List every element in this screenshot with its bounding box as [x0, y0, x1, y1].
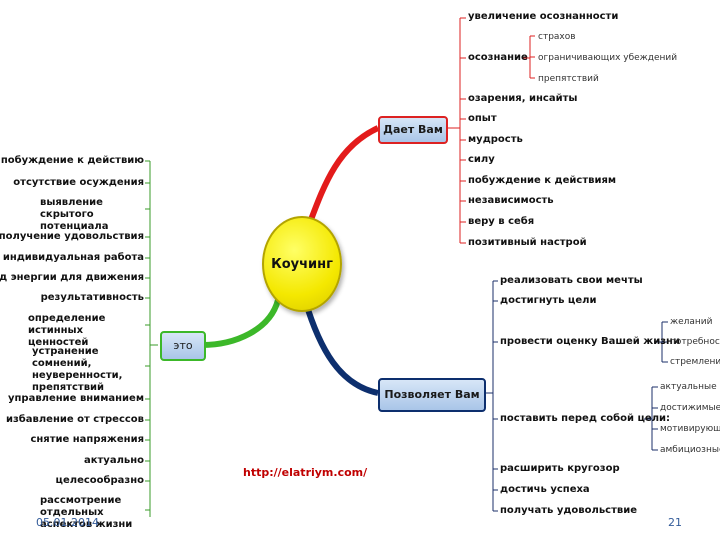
eto-item: целесообразно — [55, 475, 144, 486]
node-eto-label: это — [173, 339, 193, 352]
assess-item: желаний — [670, 317, 713, 327]
daet-item: увеличение осознанности — [468, 11, 619, 22]
eto-item: избавление от стрессов — [5, 414, 144, 425]
pozvolyaet-item: реализовать свои мечты — [500, 275, 643, 286]
daet-item: осознание — [468, 52, 528, 63]
eto-item: определение истинных ценностей — [28, 313, 106, 348]
goals-item: мотивирующие — [660, 424, 720, 434]
eto-item: устранение сомнений, неуверенности, преп… — [32, 346, 123, 393]
footer-date: 05.01.2014 — [36, 516, 99, 529]
eto-item: получение удовольствия — [0, 231, 144, 242]
branch-line-eto — [201, 299, 281, 348]
pozvolyaet-item: поставить перед собой цели: — [500, 413, 671, 424]
awareness-item: страхов — [538, 32, 576, 42]
pozvolyaet-bracket — [482, 280, 668, 512]
pozvolyaet-item: достичь успеха — [500, 484, 590, 495]
daet-item: силу — [468, 154, 495, 165]
awareness-item: препятствий — [538, 74, 599, 84]
eto-item: индивидуальная работа — [2, 252, 144, 263]
footer-page-number: 21 — [668, 516, 682, 529]
node-pozvolyaet-label: Позволяет Вам — [384, 388, 480, 401]
awareness-item: ограничивающих убеждений — [538, 53, 678, 63]
goals-item: актуальные — [660, 382, 717, 392]
pozvolyaet-item: расширить кругозор — [500, 463, 620, 474]
pozvolyaet-item: провести оценку Вашей жизни — [500, 336, 680, 347]
daet-item: озарения, инсайты — [468, 93, 578, 104]
eto-item: отсутствие осуждения — [13, 177, 144, 188]
node-daet: Дает Вам — [378, 116, 448, 144]
eto-item: управление вниманием — [8, 393, 144, 404]
branch-line-pozvolyaet — [302, 299, 379, 396]
eto-item: результативность — [40, 292, 144, 303]
node-eto: это — [160, 331, 206, 361]
daet-item: мудрость — [468, 134, 523, 145]
eto-item: актуально — [83, 455, 144, 466]
eto-bracket — [145, 160, 158, 517]
eto-item: выявление скрытого потенциала — [40, 197, 109, 232]
daet-bracket — [444, 17, 535, 244]
assess-item: потребностей — [670, 337, 720, 347]
daet-item: веру в себя — [468, 216, 535, 227]
eto-item: снятие напряжения — [30, 434, 144, 445]
daet-item: позитивный настрой — [468, 237, 587, 248]
pozvolyaet-item: достигнуть цели — [500, 295, 597, 306]
eto-item: заряд энергии для движения — [0, 272, 144, 283]
site-url: http://elatriym.com/ — [243, 466, 368, 479]
goals-item: амбициозные — [660, 445, 720, 455]
eto-item: рассмотрение отдельных аспектов жизни — [40, 495, 133, 530]
assess-item: стремлений — [670, 357, 720, 367]
daet-item: независимость — [468, 195, 554, 206]
pozvolyaet-item: получать удовольствие — [500, 505, 637, 516]
eto-item: побуждение к действию — [0, 155, 144, 166]
daet-item: побуждение к действиям — [468, 175, 617, 186]
node-pozvolyaet: Позволяет Вам — [378, 378, 486, 412]
daet-item: опыт — [468, 113, 497, 124]
goals-item: достижимые — [660, 403, 720, 413]
center-node: Коучинг — [262, 216, 342, 312]
node-daet-label: Дает Вам — [383, 123, 443, 136]
center-label: Коучинг — [271, 256, 333, 272]
